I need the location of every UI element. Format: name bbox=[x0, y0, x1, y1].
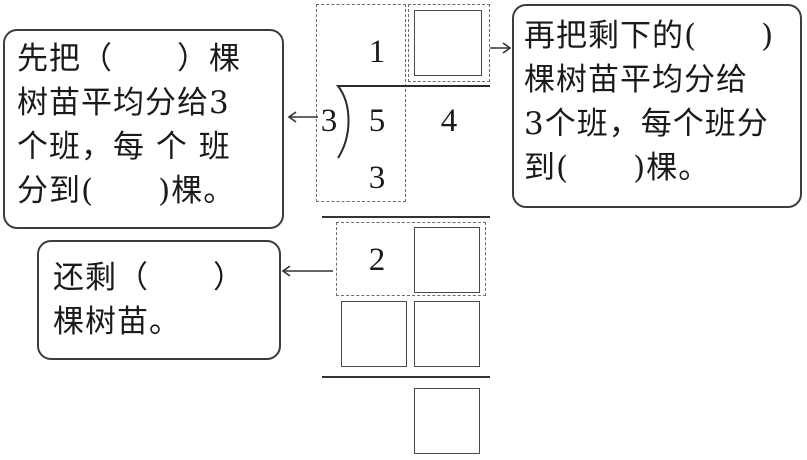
first-remainder-digit: 2 bbox=[368, 242, 386, 278]
second-product-tens-box[interactable] bbox=[341, 301, 407, 367]
arrow-to-left-top-callout bbox=[287, 111, 318, 123]
second-product-ones-box[interactable] bbox=[414, 301, 480, 367]
first-step-callout: 先把（ ）棵 树苗平均分给3 个班，每 个 班 分到( )棵。 bbox=[3, 29, 284, 229]
callout-line: 到( )棵。 bbox=[524, 150, 711, 186]
arrow-to-right-callout bbox=[490, 42, 512, 54]
brought-down-digit-box[interactable] bbox=[414, 227, 480, 293]
divisor-digit: 3 bbox=[320, 103, 338, 139]
callout-line: 先把（ ）棵 bbox=[17, 41, 241, 77]
first-subtraction-line bbox=[322, 216, 490, 218]
callout-line: 树苗平均分给3 bbox=[17, 85, 230, 121]
remainder-row-frame bbox=[336, 222, 486, 296]
callout-line: 还剩（ ） bbox=[53, 260, 245, 296]
second-subtraction-line bbox=[322, 376, 490, 378]
remainder-callout: 还剩（ ） 棵树苗。 bbox=[37, 240, 281, 360]
tens-step-frame bbox=[316, 4, 406, 202]
second-step-callout: 再把剩下的( ) 棵树苗平均分给 3个班，每个班分 到( )棵。 bbox=[512, 4, 802, 208]
arrow-to-left-bottom-callout bbox=[281, 265, 333, 277]
long-division-bracket bbox=[335, 85, 490, 159]
callout-line: 棵树苗平均分给 bbox=[524, 62, 748, 98]
dividend-tens-digit: 5 bbox=[368, 103, 386, 139]
callout-line: 3个班，每个班分 bbox=[524, 106, 769, 142]
quotient-ones-answer-box[interactable] bbox=[414, 10, 482, 76]
callout-line: 个班，每 个 班 bbox=[17, 129, 231, 165]
callout-line: 再把剩下的( ) bbox=[524, 18, 775, 54]
callout-line: 分到( )棵。 bbox=[17, 173, 236, 209]
dividend-ones-digit: 4 bbox=[440, 103, 458, 139]
quotient-tens-digit: 1 bbox=[368, 34, 386, 70]
callout-line: 棵树苗。 bbox=[53, 304, 181, 340]
final-remainder-box[interactable] bbox=[414, 388, 480, 454]
quotient-ones-frame bbox=[408, 4, 490, 82]
first-product-digit: 3 bbox=[368, 160, 386, 196]
